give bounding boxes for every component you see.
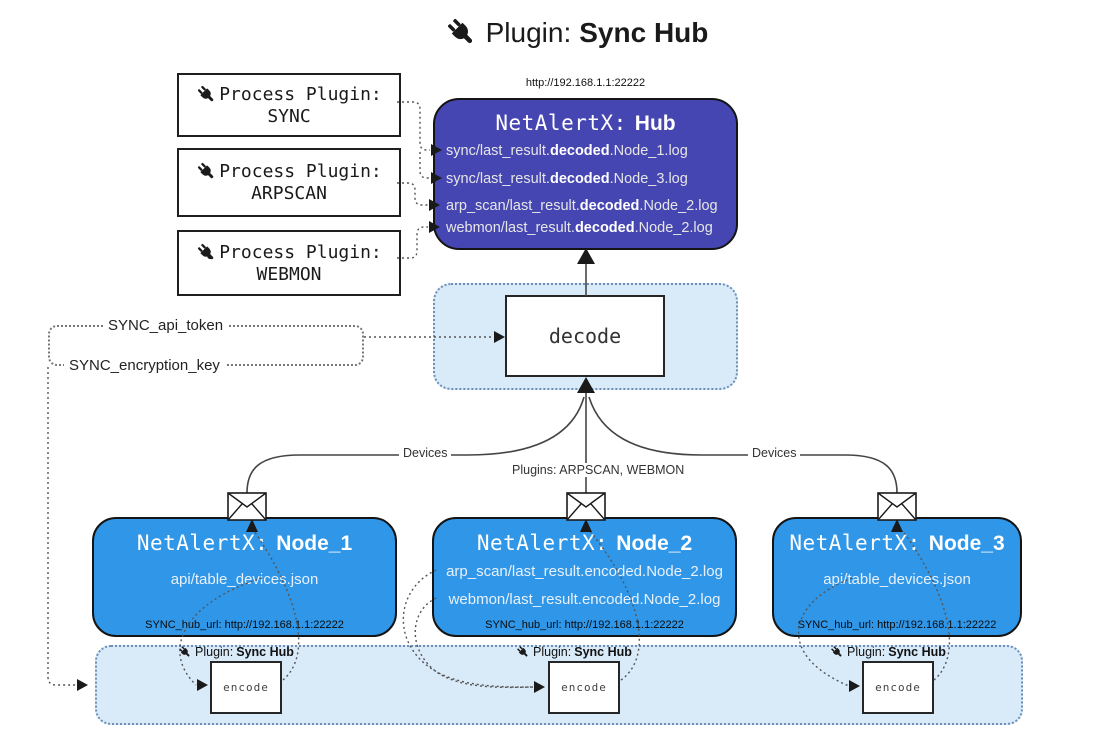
hub-log-line: sync/last_result.decoded.Node_3.log	[446, 171, 688, 187]
edge-node1-to-decode	[246, 396, 585, 494]
encode-box: encode	[862, 661, 934, 714]
edge-node3-to-decode	[588, 396, 898, 494]
process-plugin-sync-box: Process Plugin: SYNC	[177, 73, 401, 137]
page-title: Plugin: Sync Hub	[18, 16, 1117, 49]
node2-box: NetAlertX:Node_2 arp_scan/last_result.en…	[432, 517, 737, 637]
process-plugin-webmon-box: Process Plugin: WEBMON	[177, 230, 401, 296]
decode-box: decode	[505, 295, 665, 377]
node-hub-url: SYNC_hub_url: http://192.168.1.1:22222	[145, 619, 344, 631]
arrowhead-into-encode-band	[77, 679, 88, 691]
hub-url: http://192.168.1.1:22222	[525, 77, 646, 89]
sync-api-token-label: SYNC_api_token	[103, 317, 229, 334]
plug-icon	[198, 85, 214, 101]
arrowhead-into-hub	[577, 248, 595, 264]
encode-plugin-label: Plugin:Sync Hub	[830, 645, 946, 659]
wire-arpscan-to-log3	[397, 182, 428, 206]
hub-log-line: sync/last_result.decoded.Node_1.log	[446, 143, 688, 159]
hub-box: NetAlertX:Hub sync/last_result.decoded.N…	[433, 98, 738, 250]
wire-sync-to-log2	[419, 152, 430, 179]
node-file: api/table_devices.json	[823, 571, 971, 588]
process-plugin-label: Process Plugin:	[219, 83, 382, 105]
plug-icon	[198, 162, 214, 179]
plug-icon	[179, 646, 190, 657]
process-plugin-label: Process Plugin:	[219, 161, 382, 182]
hub-log-line: webmon/last_result.decoded.Node_2.log	[446, 220, 713, 236]
process-plugin-label: Process Plugin:	[219, 241, 382, 263]
encode-plugin-label: Plugin:Sync Hub	[516, 645, 632, 659]
process-plugin-name: SYNC	[267, 105, 311, 127]
wire-webmon-to-log4	[397, 226, 428, 259]
process-plugin-arpscan-box: Process Plugin: ARPSCAN	[177, 148, 401, 217]
plug-icon	[447, 18, 472, 44]
devices-label-right: Devices	[748, 446, 801, 460]
node-file: arp_scan/last_result.encoded.Node_2.log	[446, 563, 723, 580]
process-plugin-name: WEBMON	[256, 263, 322, 285]
wire-sync-to-log1	[397, 101, 430, 151]
hub-title: NetAlertX:Hub	[495, 111, 676, 135]
encode-plugin-label: Plugin:Sync Hub	[178, 645, 294, 659]
sync-encryption-key-label: SYNC_encryption_key	[64, 357, 225, 374]
node1-box: NetAlertX:Node_1 api/table_devices.json …	[92, 517, 397, 637]
encode-box: encode	[210, 661, 282, 714]
node-file: webmon/last_result.encoded.Node_2.log	[448, 591, 721, 608]
encode-box: encode	[548, 661, 620, 714]
node-title: NetAlertX:Node_2	[476, 531, 693, 555]
page-title-prefix: Plugin:	[485, 16, 572, 48]
node-hub-url: SYNC_hub_url: http://192.168.1.1:22222	[485, 619, 684, 631]
envelope-icon	[227, 492, 267, 521]
plug-icon	[517, 646, 528, 657]
devices-label-left: Devices	[399, 446, 452, 460]
page-title-bold: Sync Hub	[579, 16, 709, 48]
envelope-icon	[566, 492, 606, 521]
process-plugin-name: ARPSCAN	[251, 183, 327, 204]
plug-icon	[198, 243, 214, 259]
node-file: api/table_devices.json	[170, 571, 319, 588]
wire-secrets-to-encode-band	[47, 367, 77, 686]
hub-log-line: arp_scan/last_result.decoded.Node_2.log	[446, 198, 718, 214]
plug-icon	[831, 646, 842, 657]
node-hub-url: SYNC_hub_url: http://192.168.1.1:22222	[797, 619, 997, 631]
node-title: NetAlertX:Node_1	[136, 531, 353, 555]
node-title: NetAlertX:Node_3	[789, 531, 1005, 555]
node3-box: NetAlertX:Node_3 api/table_devices.json …	[772, 517, 1022, 637]
envelope-icon	[877, 492, 917, 521]
plugins-label-center: Plugins: ARPSCAN, WEBMON	[508, 463, 689, 477]
